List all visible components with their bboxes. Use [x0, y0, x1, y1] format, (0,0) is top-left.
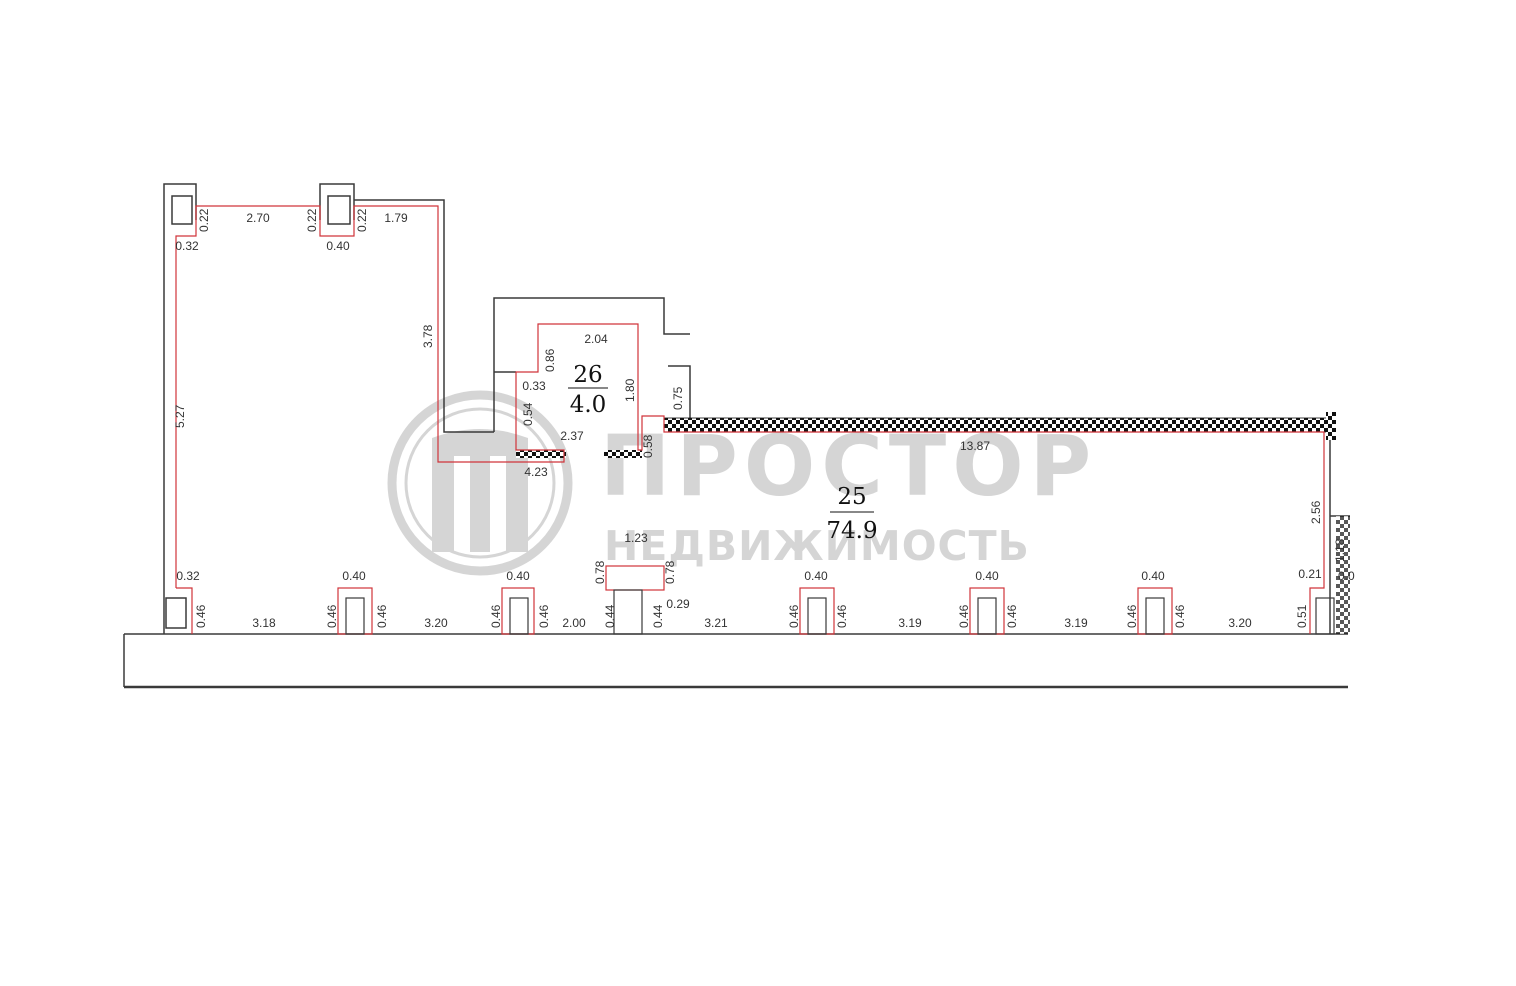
dim-label: 0.33 [522, 379, 546, 393]
pillar-4 [799, 587, 835, 635]
dim-label: 3.21 [704, 616, 728, 630]
dim-label: 1.23 [624, 531, 648, 545]
pillar-2 [501, 587, 535, 635]
dim-label: 3.78 [421, 324, 435, 348]
dim-label: 1.18 [1333, 538, 1347, 562]
building-columns-icon [387, 390, 573, 576]
pillar-1 [337, 587, 373, 635]
room-label-25: 25 74.9 [826, 484, 877, 544]
dim-label: 0.32 [175, 239, 199, 253]
dim-label: 0.21 [1298, 567, 1322, 581]
pillar-5 [969, 587, 1005, 635]
dim-label: 0.40 [804, 569, 828, 583]
dim-label: 0.29 [666, 597, 690, 611]
dim-label: 0.22 [305, 208, 319, 232]
dim-label: 0.40 [342, 569, 366, 583]
dim-label: 0.51 [1295, 604, 1309, 628]
dim-label: 1.80 [623, 378, 637, 402]
dim-label: 3.20 [424, 616, 448, 630]
checkered-walls [516, 412, 1350, 634]
dim-label: 0.40 [506, 569, 530, 583]
dimension-labels: 2.70 0.22 0.22 0.22 1.79 0.32 0.40 5.27 … [173, 208, 1355, 630]
dim-label: 3.18 [252, 616, 276, 630]
dim-label: 0.78 [593, 560, 607, 584]
dim-label: 0.44 [651, 604, 665, 628]
dim-label: 0.32 [176, 569, 200, 583]
dim-label: 4.23 [524, 465, 548, 479]
dim-label: 0.46 [194, 604, 208, 628]
dim-label: 0.46 [1125, 604, 1139, 628]
dim-label: 2.04 [584, 332, 608, 346]
dim-label: 0.46 [489, 604, 503, 628]
dim-label: 5.27 [173, 404, 187, 428]
dim-label: 0.46 [537, 604, 551, 628]
dim-label: 0.40 [326, 239, 350, 253]
dim-label: 0.86 [543, 348, 557, 372]
room-area: 74.9 [826, 518, 877, 544]
dim-label: 0.46 [375, 604, 389, 628]
dim-label: 2.70 [246, 211, 270, 225]
dim-label: 0.75 [671, 386, 685, 410]
dim-label: 0.58 [641, 434, 655, 458]
dim-label: 0.46 [835, 604, 849, 628]
room-outlines [175, 205, 1325, 635]
dim-label: 0.40 [975, 569, 999, 583]
dim-label: 2.37 [560, 429, 584, 443]
dim-label: 3.19 [898, 616, 922, 630]
room-label-26: 26 4.0 [568, 362, 608, 418]
dim-label: 0.46 [957, 604, 971, 628]
dim-label: 0.46 [787, 604, 801, 628]
dim-label: 0.46 [325, 604, 339, 628]
pillar-inner-walls [345, 589, 1335, 635]
dim-label: 2.00 [562, 616, 586, 630]
dim-label: 0.40 [1141, 569, 1165, 583]
pillar-6 [1137, 587, 1173, 635]
dim-label: 0.22 [197, 208, 211, 232]
dim-label: 0.78 [663, 560, 677, 584]
watermark-tagline: НЕДВИЖИМОСТЬ [604, 522, 1030, 570]
dim-label: 0.44 [603, 604, 617, 628]
watermark-brand: ПРОСТОР [600, 417, 1097, 515]
dim-label: 0.0 [1338, 569, 1355, 583]
dim-label: 0.46 [1005, 604, 1019, 628]
room-number: 25 [837, 484, 866, 510]
dim-label: 0.54 [521, 402, 535, 426]
room-left-outline [175, 205, 1325, 634]
dim-label: 0.46 [1173, 604, 1187, 628]
dim-label: 1.79 [384, 211, 408, 225]
room-number: 26 [573, 362, 602, 388]
dim-label: 3.20 [1228, 616, 1252, 630]
dim-label: 0.22 [355, 208, 369, 232]
room-area: 4.0 [570, 392, 607, 418]
dim-label: 2.56 [1309, 500, 1323, 524]
dim-label: 3.19 [1064, 616, 1088, 630]
watermark: ПРОСТОР НЕДВИЖИМОСТЬ [387, 390, 1097, 576]
dim-label: 13.87 [960, 439, 990, 453]
